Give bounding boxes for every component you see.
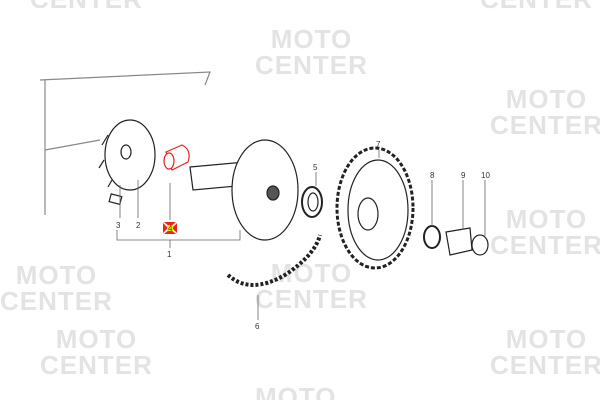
part-4-bush [163,144,190,171]
callout-4: 4 [168,224,173,233]
watermark-text: CENTER [30,0,143,12]
watermark-text: MOTO [55,324,138,354]
callout-4-marker [163,222,177,234]
part-5-seal [301,186,323,218]
callout-5: 5 [313,163,318,172]
watermark-text: CENTER [480,0,593,12]
watermark-text: MOTO [505,324,588,354]
watermark-text: CENTER [490,350,600,380]
crankcase [39,71,211,215]
part-7-driven-pulley [335,146,415,270]
part-9-spring-seat [445,227,473,256]
watermark: CENTER [480,0,593,12]
watermark-text: MOTO [270,258,353,288]
watermark-text: CENTER [255,284,368,314]
callout-1: 1 [167,250,172,259]
watermark-text: MOTO [15,260,98,290]
watermark-text: MOTO [270,24,353,54]
watermark-text: CENTER [490,230,600,260]
watermark-text: MOTO [505,84,588,114]
watermark: CENTER [30,0,143,12]
callout-3: 3 [116,221,121,230]
watermark-text: CENTER [40,350,153,380]
part-1-pulley [189,139,299,241]
part-6-belt [226,234,322,287]
leader-lines [116,150,486,320]
callout-6: 6 [255,322,260,331]
part-2-ramp-plate [98,119,156,191]
callout-8: 8 [430,171,435,180]
part-3-slider [108,193,123,206]
watermark-text: CENTER [490,110,600,140]
watermark-text: CENTER [255,50,368,80]
watermark: MOTO [255,384,337,400]
part-8-seal [423,225,441,249]
watermark-text: MOTO [255,382,337,400]
part-10-nut [471,234,489,256]
callout-7: 7 [376,140,381,149]
callout-2: 2 [136,221,141,230]
callout-9: 9 [461,171,466,180]
watermark-text: CENTER [0,286,113,316]
watermark-text: MOTO [505,204,588,234]
callout-10: 10 [481,171,490,180]
